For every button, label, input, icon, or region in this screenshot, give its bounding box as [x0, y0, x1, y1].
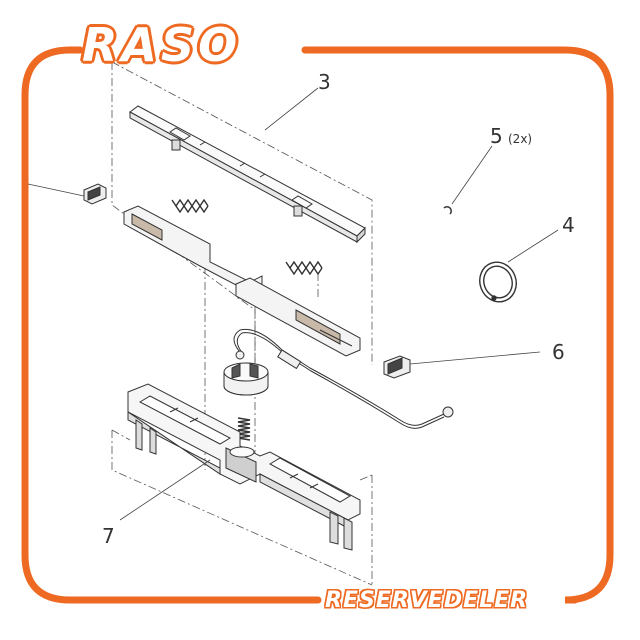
rotary-knob [223, 362, 269, 396]
spring-lower [237, 417, 251, 441]
callout-3: 3 [318, 70, 331, 94]
part-3-cover-plate [129, 105, 366, 244]
brand-frame [21, 46, 614, 604]
springs-upper [171, 198, 323, 276]
callout-5-qty: (2x) [508, 132, 533, 146]
cable-assembly [233, 328, 454, 429]
part-6-clip [383, 355, 411, 379]
slider-plates [123, 205, 361, 357]
callout-7: 7 [102, 524, 115, 548]
callout-6: 6 [552, 340, 565, 364]
callout-4: 4 [562, 213, 575, 237]
brand-logo: RASO [82, 18, 242, 72]
part-4-ring [479, 261, 517, 303]
part-5-clip [443, 206, 452, 215]
side-clip-left [83, 183, 107, 205]
brand-tagline: RESERVEDELER [325, 588, 529, 613]
callout-5: 5 [490, 124, 503, 148]
part-7-base-housing [127, 383, 361, 551]
